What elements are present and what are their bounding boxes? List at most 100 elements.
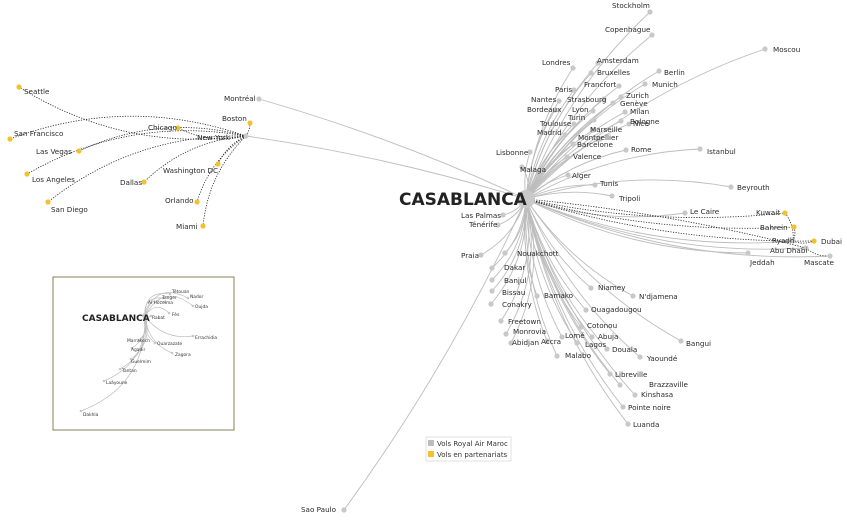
city-label-beyrouth: Beyrouth — [737, 183, 770, 192]
city-marker-montpellier — [597, 136, 603, 142]
city-marker-kinshasa — [632, 392, 638, 398]
route-milan — [525, 111, 626, 200]
city-label-geneve: Genève — [620, 99, 648, 108]
inset-route-guelmim — [130, 315, 148, 360]
inset-marker-zagora — [170, 351, 174, 355]
city-label-abuja: Abuja — [598, 332, 618, 341]
city-marker-yaounde — [637, 354, 643, 360]
city-label-brazzaville: Brazzaville — [649, 380, 688, 389]
inset-marker-dakhla — [79, 409, 83, 413]
city-label-valence: Valence — [573, 152, 602, 161]
route-beyrouth — [525, 179, 732, 200]
city-label-cotonou: Cotonou — [587, 321, 617, 330]
city-marker-monrovia — [503, 331, 509, 337]
city-label-kinshasa: Kinshasa — [641, 390, 673, 399]
route-moscou — [525, 48, 766, 200]
city-label-bissau: Bissau — [502, 288, 525, 297]
city-label-niamey: Niamey — [598, 283, 626, 292]
city-label-turin: Turin — [567, 113, 585, 122]
city-label-new-york: New York — [197, 133, 231, 142]
city-marker-rome — [623, 147, 629, 153]
legend-label-rat: Vols Royal Air Maroc — [437, 440, 508, 448]
city-marker-accra — [544, 338, 550, 344]
inset-routes-layer — [79, 292, 195, 413]
route-brazzaville — [525, 198, 621, 386]
city-label-montreal: Montréal — [224, 94, 256, 103]
rat-routes-layer — [245, 11, 831, 511]
city-marker-milan — [622, 109, 628, 115]
inset-label-rabat: Rabat — [152, 315, 165, 321]
city-marker-bruxelles — [588, 70, 594, 76]
city-marker-dallas — [141, 179, 147, 185]
city-marker-moscou — [762, 46, 768, 52]
legend-box — [425, 436, 512, 462]
hub-label: CASABLANCA — [399, 190, 528, 210]
partner-route-ryadh-dubai — [792, 240, 815, 244]
city-marker-abuja — [589, 334, 595, 340]
city-marker-luanda — [625, 421, 631, 427]
city-label-bordeaux: Bordeaux — [527, 105, 562, 114]
city-label-madrid: Madrid — [537, 128, 562, 137]
city-marker-turin — [591, 117, 597, 123]
city-marker-bangui — [678, 338, 684, 344]
city-label-montpellier: Montpellier — [578, 133, 618, 142]
city-marker-paris — [571, 87, 577, 93]
city-label-dakar: Dakar — [504, 263, 525, 272]
city-label-lagos: Lagos — [585, 340, 606, 349]
city-label-nouakchott: Nouakchott — [517, 249, 559, 258]
city-label-istanbul: Istanbul — [707, 147, 736, 156]
city-marker-chicago — [175, 125, 181, 131]
route-yaounde — [525, 198, 641, 358]
route-sao-paulo — [343, 198, 527, 511]
city-marker-tunis — [592, 182, 598, 188]
city-label-mascate: Mascate — [804, 258, 835, 267]
city-label-marseille: Marseille — [590, 125, 623, 134]
route-nice — [525, 123, 630, 200]
city-marker-montreal — [256, 96, 262, 102]
city-marker-lome — [559, 334, 565, 340]
city-label-bruxelles: Bruxelles — [597, 68, 630, 77]
city-label-dubai: Dubai — [821, 237, 842, 246]
city-marker-las-palmas — [500, 212, 506, 218]
city-marker-malaga — [519, 164, 525, 170]
partner-route-san-francisco — [9, 115, 247, 140]
inset-label-al-hoceima: Al Hoceima — [148, 300, 173, 306]
city-label-nantes: Nantes — [531, 95, 557, 104]
inset-label-nador: Nador — [190, 294, 203, 300]
city-label-yaounde: Yaoundé — [646, 354, 678, 363]
city-marker-banjul — [489, 277, 495, 283]
city-label-chicago: Chicago — [148, 123, 177, 132]
route-lyon — [525, 110, 594, 200]
route-abu-dhabi — [525, 198, 807, 250]
city-marker-praia — [478, 252, 484, 258]
city-marker-tenerife — [495, 222, 501, 228]
partner-route-dallas — [143, 135, 247, 183]
route-bruxelles — [525, 72, 592, 200]
city-marker-munich — [642, 81, 648, 87]
city-marker-francfort — [616, 83, 622, 89]
legend-swatch-partner — [428, 451, 434, 457]
city-marker-toulouse — [571, 121, 577, 127]
city-label-milan: Milan — [630, 107, 649, 116]
city-label-orlando: Orlando — [165, 196, 194, 205]
city-marker-valence — [564, 154, 570, 160]
inset-marker-rabat — [149, 314, 153, 318]
inset-route-errachidia — [144, 315, 194, 337]
city-label-washington-dc: Washington DC — [163, 166, 218, 175]
city-marker-n-djamena — [630, 293, 636, 299]
inset-marker-al-hoceima — [163, 300, 167, 304]
city-label-toulouse: Toulouse — [539, 119, 572, 128]
inset-marker-marrakech — [137, 338, 141, 342]
inset-label-errachidia: Errachidia — [195, 335, 217, 341]
city-label-miami: Miami — [176, 222, 198, 231]
city-label-amsterdam: Amsterdam — [597, 56, 639, 65]
city-label-conakry: Conakry — [502, 300, 532, 309]
city-marker-miami — [200, 223, 206, 229]
city-label-copenhague: Copenhague — [605, 25, 651, 34]
inset-route-oujda — [144, 295, 194, 317]
route-mascate — [525, 198, 831, 258]
inset-route-dakhla — [80, 315, 146, 412]
city-marker-freetown — [498, 318, 504, 324]
inset-marker-tantan — [118, 367, 122, 371]
